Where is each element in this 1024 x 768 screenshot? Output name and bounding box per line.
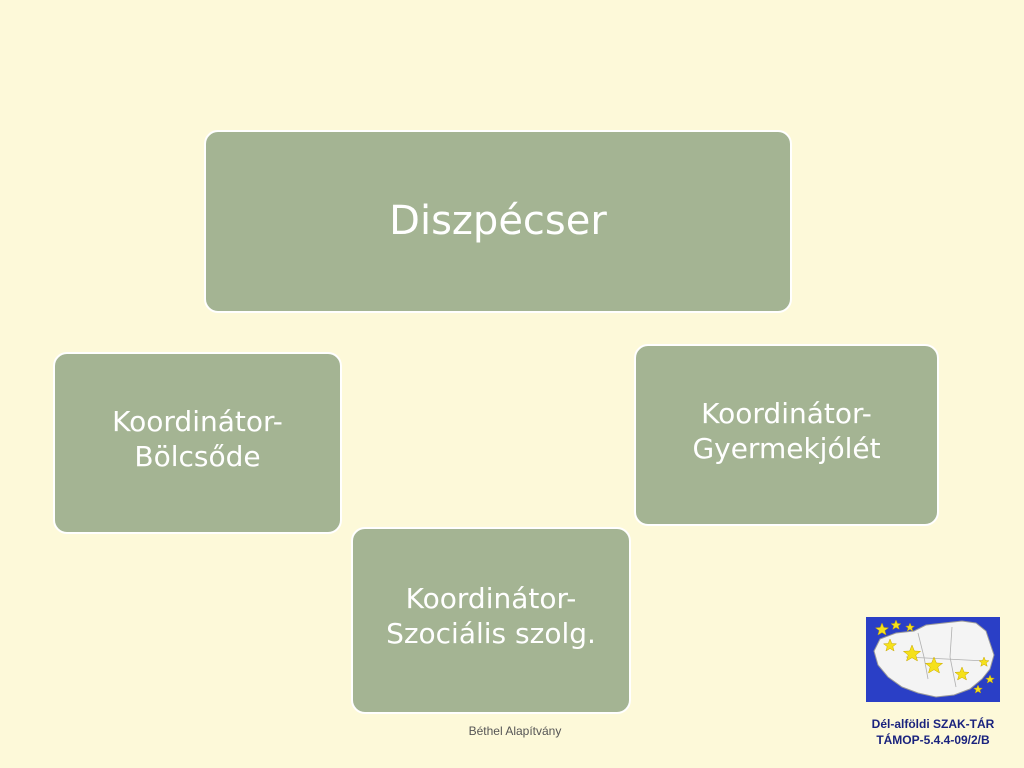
coordinator-child-welfare-box: Koordinátor- Gyermekjólét	[634, 344, 939, 526]
dispatcher-box: Diszpécser	[204, 130, 792, 313]
logo-caption-line1: Dél-alföldi SZAK-TÁR	[871, 717, 995, 731]
project-logo	[866, 617, 1000, 702]
logo-caption: Dél-alföldi SZAK-TÁR TÁMOP-5.4.4-09/2/B	[850, 716, 1016, 748]
coordinator-social-services-label: Koordinátor- Szociális szolg.	[386, 582, 596, 650]
dispatcher-label: Diszpécser	[389, 198, 607, 244]
coordinator-social-services-box: Koordinátor- Szociális szolg.	[351, 527, 631, 714]
hungary-map-stars-icon	[866, 617, 1000, 702]
coordinator-nursery-label: Koordinátor- Bölcsőde	[112, 405, 283, 473]
logo-caption-line2: TÁMOP-5.4.4-09/2/B	[876, 733, 990, 748]
footer-organization: Béthel Alapítvány	[468, 724, 562, 738]
coordinator-nursery-box: Koordinátor- Bölcsőde	[53, 352, 342, 534]
coordinator-child-welfare-label: Koordinátor- Gyermekjólét	[692, 397, 881, 465]
